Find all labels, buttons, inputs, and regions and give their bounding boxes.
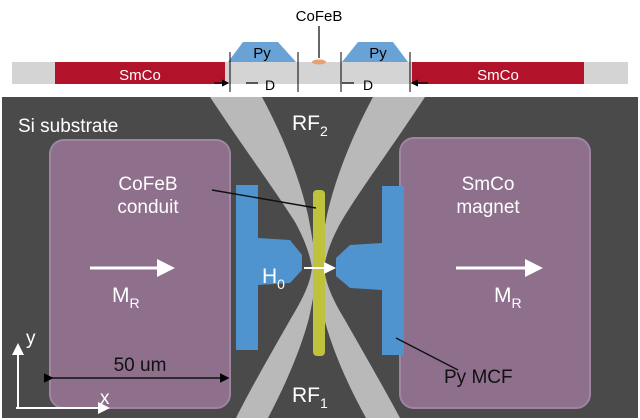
field-label: H0: [262, 265, 285, 292]
axis-y-label: y: [26, 328, 36, 349]
left-remanence-label: MR: [112, 284, 140, 311]
conduit-leader: [211, 189, 317, 209]
axis-x-label: x: [100, 388, 110, 409]
scale-label: 50 um: [114, 355, 167, 376]
left-remanence-base: M: [112, 284, 130, 307]
conduit-label-line1: CoFeB: [118, 174, 177, 195]
right-py-concentrator: [336, 186, 404, 355]
micrograph: Si substrate RF2 RF1 CoFeB conduit SmCo …: [2, 97, 638, 418]
substrate-label: Si substrate: [18, 116, 118, 137]
conduit-label-line2: conduit: [117, 197, 179, 218]
right-smco-label: SmCo: [477, 67, 519, 84]
cofeb-conduit: [313, 190, 325, 356]
rf-bottom-base: RF: [292, 384, 320, 407]
left-gap-label: D: [265, 77, 275, 93]
right-gap-label: D: [363, 77, 373, 93]
right-smco-bar: [412, 62, 584, 84]
right-remanence-sub: R: [512, 295, 522, 311]
rf-bottom-label: RF1: [292, 384, 328, 411]
left-py-concentrator: [236, 185, 302, 350]
left-remanence-sub: R: [130, 295, 140, 311]
left-smco-magnet: [49, 139, 231, 409]
rf-top-sub: 2: [320, 123, 328, 139]
right-py-label: Py: [369, 45, 387, 62]
left-py-layer: [228, 42, 296, 62]
right-remanence-base: M: [494, 284, 512, 307]
rf-top-base: RF: [292, 112, 320, 135]
rf-bottom-sub: 1: [320, 395, 328, 411]
magnet-label-line2: magnet: [456, 197, 520, 218]
py-mcf-label: Py MCF: [444, 367, 513, 388]
rf-waveguide-inner-dark: [262, 97, 373, 262]
rf-top-label: RF2: [292, 112, 328, 139]
left-smco-label: SmCo: [119, 67, 161, 84]
cross-section: SmCo SmCo Py Py CoFeB D D: [12, 8, 628, 93]
cofeb-top-label: CoFeB: [296, 8, 343, 25]
magnet-label-line1: SmCo: [462, 174, 515, 195]
left-smco-bar: [55, 62, 225, 84]
right-remanence-label: MR: [494, 284, 522, 311]
left-py-label: Py: [253, 45, 271, 62]
cofeb-dot: [312, 59, 326, 65]
field-sub: 0: [277, 276, 285, 292]
py-mcf-leader: [395, 337, 459, 371]
field-base: H: [262, 265, 277, 288]
right-py-layer: [342, 42, 408, 62]
